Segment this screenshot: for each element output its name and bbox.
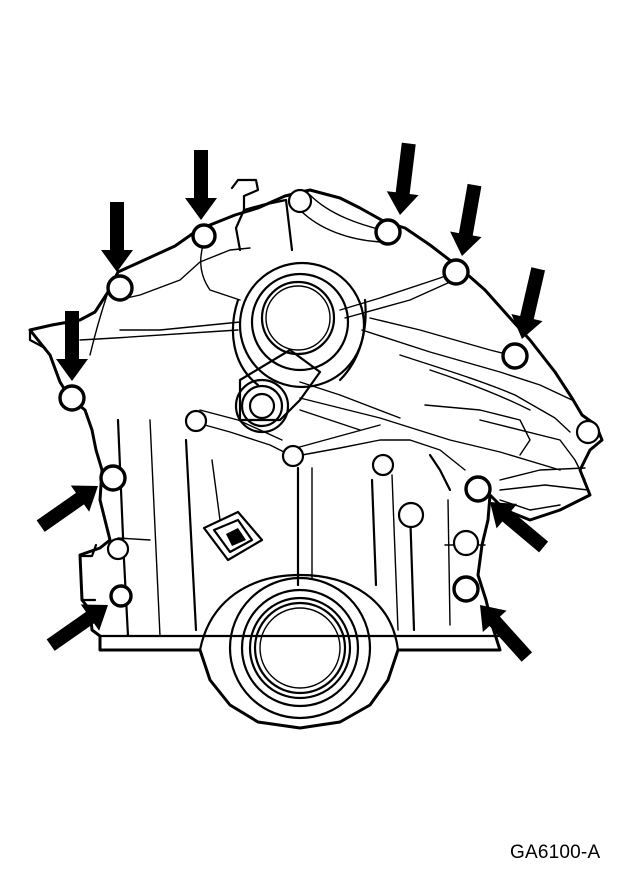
bolt-4 bbox=[374, 218, 402, 246]
arrow-icon bbox=[480, 605, 533, 662]
indicated-bolts bbox=[58, 218, 529, 608]
bolt-10 bbox=[452, 575, 480, 603]
bolt-7 bbox=[99, 464, 127, 492]
bolt-5 bbox=[442, 258, 470, 286]
cover-ribs bbox=[79, 194, 589, 511]
bolt-9 bbox=[109, 584, 133, 608]
bolt-3 bbox=[191, 223, 217, 249]
bolt-6 bbox=[501, 342, 529, 370]
arrow-icon bbox=[101, 202, 133, 272]
arrow-icon bbox=[511, 267, 546, 339]
arrow-icon bbox=[450, 183, 482, 256]
arrow-icon bbox=[56, 311, 88, 381]
crankshaft-seal bbox=[198, 573, 400, 720]
bolt-bosses bbox=[106, 188, 601, 561]
arrow-icon bbox=[490, 502, 549, 553]
arrow-icon bbox=[185, 150, 217, 220]
cover-columns bbox=[78, 418, 486, 638]
water-pump-housing bbox=[230, 178, 367, 389]
arrow-callouts bbox=[36, 142, 549, 662]
bolt-2 bbox=[106, 274, 134, 302]
arrow-icon bbox=[386, 142, 419, 215]
arrow-icon bbox=[36, 485, 98, 532]
bolt-1 bbox=[58, 384, 86, 412]
idler-pulley bbox=[234, 348, 322, 434]
square-pocket bbox=[202, 510, 264, 562]
figure-caption: GA6100-A bbox=[510, 842, 601, 863]
arrow-icon bbox=[46, 604, 108, 651]
bolt-8 bbox=[464, 475, 492, 503]
